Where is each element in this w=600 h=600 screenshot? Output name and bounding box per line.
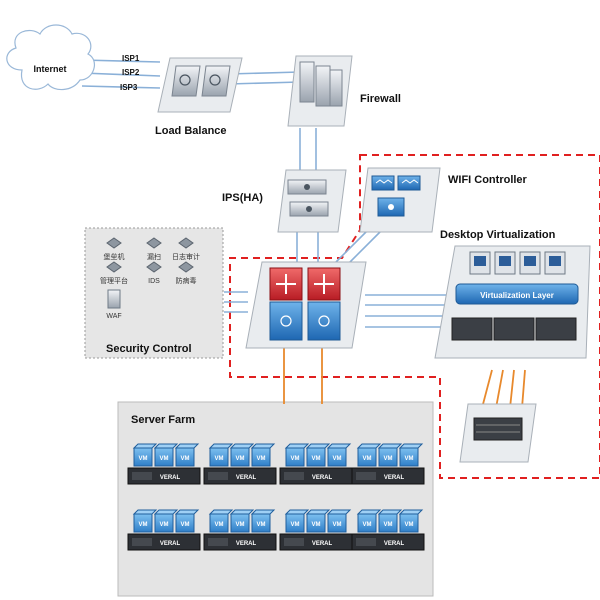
vm-label: VM: [139, 522, 148, 528]
vm-label: VM: [257, 522, 266, 528]
firewall-label: Firewall: [360, 93, 401, 105]
server-group: VM VM VM VERAL: [203, 443, 277, 485]
security-item: 防病毒: [176, 261, 197, 285]
vm-label: VM: [405, 522, 414, 528]
vm-label: VM: [333, 456, 342, 462]
vm-label: VM: [257, 456, 266, 462]
connection-lines: [81, 59, 448, 328]
security-item-label: 漏扫: [147, 252, 161, 261]
security-item: 日志审计: [172, 237, 200, 261]
security-item: WAF: [106, 289, 122, 320]
server-group: VM VM VM VERAL: [351, 443, 425, 485]
vm-label: VM: [405, 456, 414, 462]
server-group: VM VM VM VERAL: [351, 509, 425, 551]
vm-label: VM: [215, 456, 224, 462]
vm-label: VM: [384, 456, 393, 462]
wifi-controller-label: WIFI Controller: [448, 174, 528, 186]
server-links: [283, 348, 526, 409]
vm-label: VM: [312, 456, 321, 462]
vm-label: VM: [236, 456, 245, 462]
virtualization-layer-label: Virtualization Layer: [480, 291, 554, 300]
security-item-label: IDS: [148, 278, 160, 285]
internet-label: Internet: [33, 64, 66, 74]
vm-label: VM: [139, 456, 148, 462]
security-item-label: 防病毒: [176, 276, 197, 285]
core-switch-platform: [245, 261, 367, 349]
server-brand: VERAL: [236, 541, 257, 547]
security-item: 管理平台: [100, 261, 128, 285]
server-brand: VERAL: [312, 475, 333, 481]
security-item-label: 堡垒机: [104, 252, 125, 261]
server-group: VM VM VM VERAL: [279, 443, 353, 485]
vm-label: VM: [291, 522, 300, 528]
load-balance-label: Load Balance: [155, 125, 227, 137]
server-brand: VERAL: [160, 475, 181, 481]
ips-label: IPS(HA): [222, 192, 263, 204]
vm-label: VM: [312, 522, 321, 528]
vm-label: VM: [181, 522, 190, 528]
server-farm-label: Server Farm: [131, 414, 195, 426]
vm-label: VM: [363, 522, 372, 528]
vm-label: VM: [333, 522, 342, 528]
security-item: 堡垒机: [104, 237, 125, 261]
security-control-label: Security Control: [106, 343, 192, 355]
server-brand: VERAL: [312, 541, 333, 547]
security-item-label: 日志审计: [172, 252, 200, 261]
server-group: VM VM VM VERAL: [127, 443, 201, 485]
isp1-label: ISP1: [122, 54, 140, 63]
vm-label: VM: [181, 456, 190, 462]
wifi-desktop-boundary: [229, 154, 600, 479]
firewall-device: [287, 55, 353, 127]
vm-label: VM: [291, 456, 300, 462]
server-brand: VERAL: [384, 541, 405, 547]
vm-label: VM: [215, 522, 224, 528]
vm-label: VM: [160, 456, 169, 462]
server-brand: VERAL: [236, 475, 257, 481]
wifi-controller-device: [359, 167, 441, 233]
server-group: VM VM VM VERAL: [203, 509, 277, 551]
desktop-storage-device: [459, 403, 537, 463]
vm-label: VM: [363, 456, 372, 462]
internet-cloud: Internet: [6, 24, 96, 91]
security-item: IDS: [146, 261, 162, 285]
isp3-label: ISP3: [120, 83, 138, 92]
server-brand: VERAL: [160, 541, 181, 547]
security-item: 漏扫: [146, 237, 162, 261]
desktop-virtualization-platform: [434, 245, 591, 359]
isp2-label: ISP2: [122, 68, 140, 77]
server-brand: VERAL: [384, 475, 405, 481]
vm-label: VM: [160, 522, 169, 528]
server-group: VM VM VM VERAL: [279, 509, 353, 551]
vm-label: VM: [384, 522, 393, 528]
server-group: VM VM VM VERAL: [127, 509, 201, 551]
load-balance-device: [157, 57, 243, 113]
security-item-label: 管理平台: [100, 276, 128, 285]
server-farm-panel: [117, 401, 434, 597]
vm-label: VM: [236, 522, 245, 528]
desktop-virtualization-label: Desktop Virtualization: [440, 229, 556, 241]
security-item-label: WAF: [106, 313, 121, 320]
ips-device: [277, 169, 347, 233]
